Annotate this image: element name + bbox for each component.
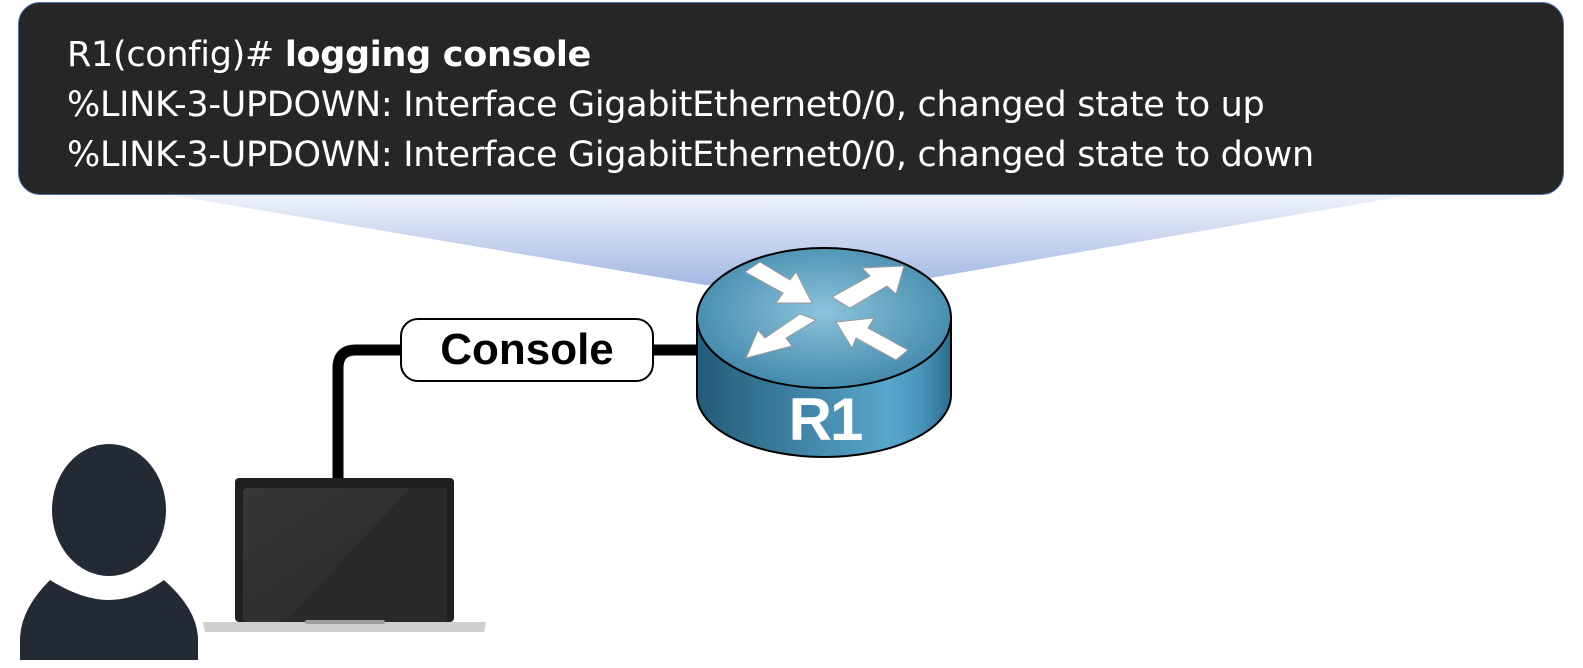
cli-prompt: R1(config)# bbox=[67, 35, 285, 75]
router-icon[interactable] bbox=[696, 247, 952, 458]
terminal-output-box: R1(config)# logging console %LINK-3-UPDO… bbox=[18, 2, 1564, 195]
console-cable bbox=[332, 344, 720, 480]
console-connection-label: Console bbox=[400, 318, 654, 382]
terminal-line-log-down: %LINK-3-UPDOWN: Interface GigabitEtherne… bbox=[67, 135, 1314, 175]
router-name-label: R1 bbox=[788, 386, 864, 453]
laptop-icon[interactable] bbox=[203, 478, 486, 632]
output-beam bbox=[170, 195, 1410, 285]
cli-command: logging console bbox=[284, 35, 591, 75]
router-arrows-icon bbox=[744, 261, 909, 361]
terminal-line-log-up: %LINK-3-UPDOWN: Interface GigabitEtherne… bbox=[67, 85, 1265, 125]
terminal-line-command: R1(config)# logging console bbox=[67, 35, 591, 75]
user-icon bbox=[20, 444, 198, 660]
